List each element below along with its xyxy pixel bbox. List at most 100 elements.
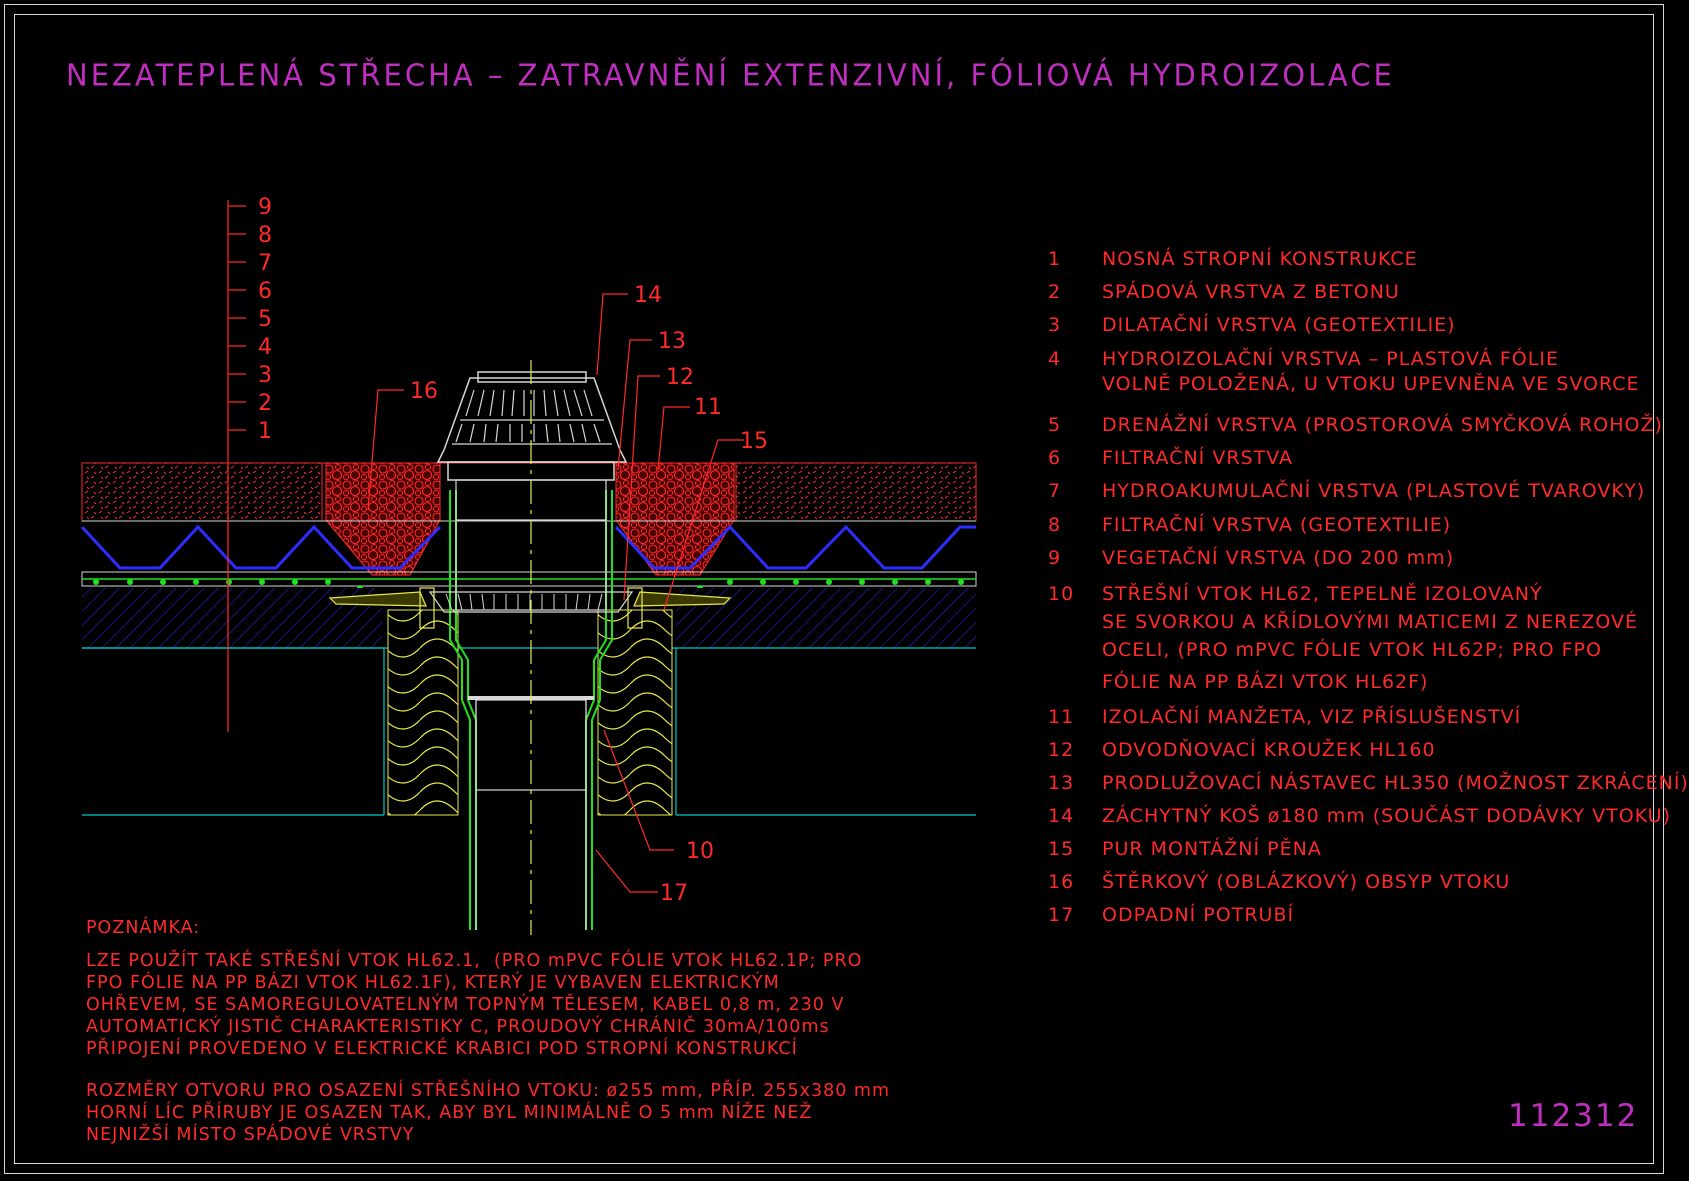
note-paragraph-2: ROZMĚRY OTVORU PRO OSAZENÍ STŘEŠNÍHO VTO… [86,1081,891,1145]
gravel-fill [325,462,735,576]
callout-11: 11 [694,395,722,420]
legend-text: STŘEŠNÍ VTOK HL62, TEPELNĚ IZOLOVANÝ [1102,583,1543,605]
note-paragraph-1: LZE POUŽÍT TAKÉ STŘEŠNÍ VTOK HL62.1, (PR… [86,951,863,1059]
legend-num: 10 [1048,583,1075,605]
callout-leaders [367,293,744,893]
legend-num: 7 [1048,480,1062,502]
legend-row: 15 PUR MONTÁŽNÍ PĚNA [1040,838,1322,860]
drain-grate [419,587,643,629]
legend-text: VEGETAČNÍ VRSTVA (DO 200 mm) [1102,547,1455,569]
legend-text: FILTRAČNÍ VRSTVA [1102,447,1293,469]
legend-row: 11 IZOLAČNÍ MANŽETA, VIZ PŘÍSLUŠENSTVÍ [1040,706,1521,728]
legend-row: FÓLIE NA PP BÁZI VTOK HL62F) [1040,671,1428,693]
drawing-number: 112312 [1508,1098,1639,1134]
legend-row: 14 ZÁCHYTNÝ KOŠ ø180 mm (SOUČÁST DODÁVKY … [1040,805,1671,827]
legend-text: SPÁDOVÁ VRSTVA Z BETONU [1102,281,1400,303]
legend-row: 5 DRENÁŽNÍ VRSTVA (PROSTOROVÁ SMYČKOVÁ RO… [1040,414,1663,436]
legend-text: HYDROAKUMULAČNÍ VRSTVA (PLASTOVÉ TVAROVK… [1102,480,1646,502]
membrane-layer [81,571,977,591]
legend-num: 11 [1048,706,1075,728]
legend-row: 3 DILATAČNÍ VRSTVA (GEOTEXTILIE) [1040,314,1456,336]
callout-17: 17 [660,881,688,906]
legend-row: 6 FILTRAČNÍ VRSTVA [1040,447,1293,469]
note-heading: POZNÁMKA: [86,918,201,938]
legend-num: 9 [1048,547,1062,569]
callout-14: 14 [634,283,662,308]
thermal-insulation [387,609,673,816]
legend-num: 8 [1048,514,1062,536]
legend-num: 12 [1048,739,1075,761]
scale-label-8: 8 [258,223,272,248]
legend-row: 7 HYDROAKUMULAČNÍ VRSTVA (PLASTOVÉ TVAROV… [1040,480,1645,502]
legend-row: SE SVORKOU A KŘÍDLOVÝMI MATICEMI Z NEREZ… [1040,611,1638,633]
legend-text: DILATAČNÍ VRSTVA (GEOTEXTILIE) [1102,314,1456,336]
scale-label-4: 4 [258,335,272,360]
scale-label-1: 1 [258,419,272,444]
callout-16: 16 [410,379,438,404]
legend-text: PRODLUŽOVACÍ NÁSTAVEC HL350 (MOŽNOST ZKR… [1102,772,1689,794]
legend-text: IZOLAČNÍ MANŽETA, VIZ PŘÍSLUŠENSTVÍ [1102,706,1522,728]
legend-row: 2 SPÁDOVÁ VRSTVA Z BETONU [1040,281,1400,303]
legend-num: 2 [1048,281,1062,303]
legend-num [1040,373,1102,395]
legend-num: 4 [1048,348,1062,370]
legend-text: ZÁCHYTNÝ KOŠ ø180 mm (SOUČÁST DODÁVKY VT… [1102,805,1671,827]
legend-num: 15 [1048,838,1075,860]
legend-row: 13 PRODLUŽOVACÍ NÁSTAVEC HL350 (MOŽNOST Z… [1040,772,1689,794]
legend-text: HYDROIZOLAČNÍ VRSTVA – PLASTOVÁ FÓLIE [1102,348,1559,370]
vegetation-layer [81,462,977,522]
drawing-frame-outer [4,4,1664,1174]
legend-text: FILTRAČNÍ VRSTVA (GEOTEXTILIE) [1102,514,1452,536]
legend-num [1040,611,1102,633]
drawing-frame-inner [14,14,1654,1164]
legend-row: VOLNĚ POLOŽENÁ, U VTOKU UPEVNĚNA VE SVOR… [1040,373,1640,395]
drawing-title: NEZATEPLENÁ STŘECHA – ZATRAVNĚNÍ EXTENZI… [66,57,1395,93]
legend-text: DRENÁŽNÍ VRSTVA (PROSTOROVÁ SMYČKOVÁ ROH… [1102,414,1663,436]
legend-row: 9 VEGETAČNÍ VRSTVA (DO 200 mm) [1040,547,1454,569]
callout-10: 10 [686,839,714,864]
legend-num: 5 [1048,414,1062,436]
scale-label-3: 3 [258,363,272,388]
legend-row: 12 ODVODŇOVACÍ KROUŽEK HL160 [1040,739,1436,761]
legend-num [1040,639,1102,661]
legend-text: ODPADNÍ POTRUBÍ [1102,904,1295,926]
legend-text: OCELI, (PRO mPVC FÓLIE VTOK HL62P; PRO F… [1102,639,1602,661]
legend-text: ODVODŇOVACÍ KROUŽEK HL160 [1102,739,1436,761]
drainage-layer [80,524,976,570]
legend-row: 16 ŠTĚRKOVÝ (OBLÁZKOVÝ) OBSYP VTOKU [1040,871,1510,893]
legend-num: 13 [1048,772,1075,794]
legend-text: VOLNĚ POLOŽENÁ, U VTOKU UPEVNĚNA VE SVOR… [1102,373,1640,395]
legend-row: OCELI, (PRO mPVC FÓLIE VTOK HL62P; PRO F… [1040,639,1602,661]
legend-text: SE SVORKOU A KŘÍDLOVÝMI MATICEMI Z NEREZ… [1102,611,1638,633]
legend-text: FÓLIE NA PP BÁZI VTOK HL62F) [1102,671,1429,693]
legend-row: 17 ODPADNÍ POTRUBÍ [1040,904,1294,926]
legend-text: PUR MONTÁŽNÍ PĚNA [1102,838,1322,860]
legend-row: 4 HYDROIZOLAČNÍ VRSTVA – PLASTOVÁ FÓLIE [1040,348,1559,370]
legend-num [1040,671,1102,693]
legend-num: 6 [1048,447,1062,469]
callout-13: 13 [658,329,686,354]
legend-row: 10 STŘEŠNÍ VTOK HL62, TEPELNĚ IZOLOVANÝ [1040,583,1543,605]
legend-num: 16 [1048,871,1075,893]
structural-slab [82,647,976,816]
legend-num: 17 [1048,904,1075,926]
scale-label-9: 9 [258,195,272,220]
scale-label-2: 2 [258,391,272,416]
legend-row: 1 NOSNÁ STROPNÍ KONSTRUKCE [1040,248,1418,270]
callout-12: 12 [666,365,694,390]
legend-row: 8 FILTRAČNÍ VRSTVA (GEOTEXTILIE) [1040,514,1451,536]
scale-label-7: 7 [258,251,272,276]
legend-num: 14 [1048,805,1075,827]
scale-label-6: 6 [258,279,272,304]
legend-text: ŠTĚRKOVÝ (OBLÁZKOVÝ) OBSYP VTOKU [1102,871,1511,893]
legend-text: NOSNÁ STROPNÍ KONSTRUKCE [1102,248,1418,270]
legend-num: 3 [1048,314,1062,336]
callout-15: 15 [740,429,768,454]
drain-flange [328,591,732,607]
legend-num: 1 [1048,248,1062,270]
leaf-guard-basket [436,371,628,481]
layer-scale: 9 8 7 6 5 4 3 2 1 [227,195,272,732]
concrete-slope-layer [82,588,976,649]
scale-label-5: 5 [258,307,272,332]
